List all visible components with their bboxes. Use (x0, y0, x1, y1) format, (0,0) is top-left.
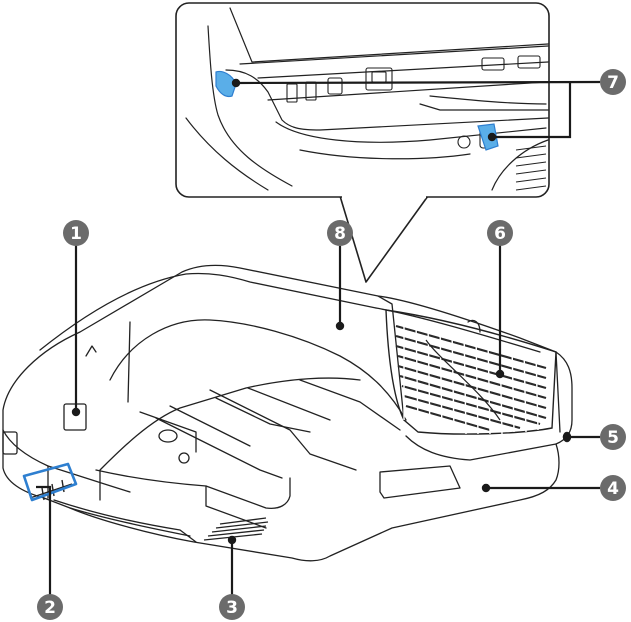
callout-5: 5 (600, 424, 626, 450)
callout-8: 8 (327, 220, 353, 246)
callout-3-number: 3 (226, 598, 238, 618)
callout-2: 2 (37, 594, 63, 620)
callout-2-number: 2 (44, 598, 56, 618)
detail-inset (176, 3, 600, 282)
callout-6: 6 (487, 220, 513, 246)
callout-7-number: 7 (607, 73, 619, 93)
callout-4-number: 4 (607, 479, 619, 499)
callout-1-number: 1 (70, 224, 82, 244)
callout-1: 1 (63, 220, 89, 246)
callout-3: 3 (219, 594, 245, 620)
callout-5-number: 5 (607, 428, 619, 448)
callout-7: 7 (600, 69, 626, 95)
callout-6-number: 6 (494, 224, 506, 244)
projector-body (3, 265, 572, 560)
callout-4: 4 (600, 475, 626, 501)
callout-8-number: 8 (334, 224, 346, 244)
